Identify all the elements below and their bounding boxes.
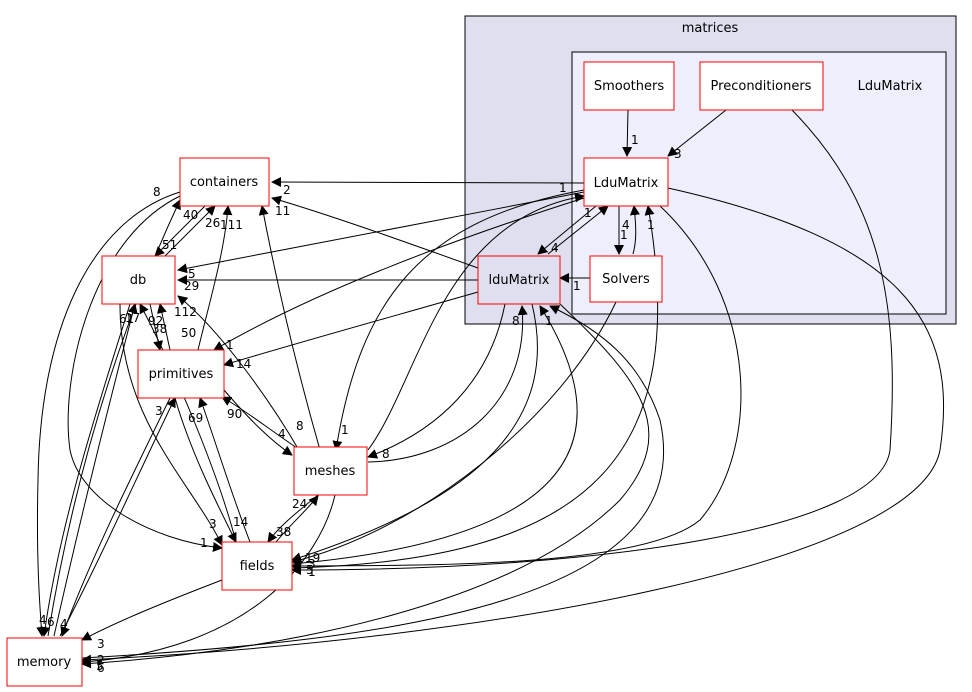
edge-label: 111 — [220, 218, 243, 232]
edge-label: 1 — [559, 181, 567, 195]
edge-label: 5 — [188, 267, 196, 281]
edge-label: 8 — [382, 447, 390, 461]
cluster-matrices-label: matrices — [682, 21, 739, 36]
edge-label: 14 — [233, 515, 248, 529]
node-primitives-label: primitives — [149, 367, 214, 382]
edge-label: 92 — [148, 314, 163, 328]
edge-label: 4 — [60, 617, 68, 631]
edge-label: 90 — [227, 407, 242, 421]
edge-label: 5 — [96, 659, 104, 673]
node-containers[interactable]: containers — [179, 157, 270, 207]
node-smoothers[interactable]: Smoothers — [583, 61, 675, 111]
node-meshes-label: meshes — [305, 464, 356, 479]
edge-label: 1 — [200, 536, 208, 550]
node-fields[interactable]: fields — [221, 541, 293, 591]
edge-label: 8 — [512, 314, 520, 328]
edge-label: 1 — [647, 218, 655, 232]
edge-label: 6 — [97, 661, 105, 675]
edge-label: 8 — [153, 185, 161, 199]
edge-label: 1 — [545, 314, 553, 328]
node-ldumatrix-dir[interactable]: LduMatrix — [583, 157, 669, 207]
edge-label: 4 — [278, 427, 286, 441]
edge-label: 2 — [283, 183, 291, 197]
edge-label: 1 — [573, 279, 581, 293]
edge-label: 29 — [184, 279, 199, 293]
node-solvers-label: Solvers — [602, 272, 650, 287]
edge-label: 4 — [39, 613, 47, 627]
edge-label: 3 — [209, 517, 217, 531]
node-meshes[interactable]: meshes — [293, 446, 368, 496]
node-ldumatrix-dir-label: LduMatrix — [594, 176, 659, 191]
edge-label: 38 — [276, 525, 291, 539]
node-ldumatrix-lower-label: lduMatrix — [488, 273, 549, 288]
node-memory[interactable]: memory — [6, 637, 83, 687]
node-db[interactable]: db — [101, 255, 176, 305]
edge-label: 14 — [236, 357, 251, 371]
edge-label: 24 — [292, 497, 307, 511]
node-preconditioners[interactable]: Preconditioners — [699, 61, 824, 111]
edge-label: 8 — [296, 419, 304, 433]
node-preconditioners-label: Preconditioners — [711, 79, 812, 94]
edge-label: 3 — [674, 147, 682, 161]
edge-label: 50 — [181, 326, 196, 340]
edge-label: 61 — [119, 312, 134, 326]
edges — [36, 109, 944, 669]
edge-label: 1 — [620, 228, 628, 242]
edge-labels: 1 3 1 2 11 4 1 1 4 1 1 5 40 51 8 26 111 … — [39, 133, 682, 675]
node-memory-label: memory — [17, 655, 72, 670]
cluster-ldumatrix-label: LduMatrix — [858, 79, 923, 94]
node-fields-label: fields — [240, 559, 275, 574]
edge-label: 26 — [205, 216, 220, 230]
edge-label: 3 — [308, 557, 316, 571]
edge-label: 38 — [152, 322, 167, 336]
edge-label: 19 — [305, 551, 320, 565]
node-primitives[interactable]: primitives — [137, 349, 225, 399]
edge-label: 11 — [275, 204, 290, 218]
node-ldumatrix-lower[interactable]: lduMatrix — [477, 255, 561, 305]
edge-label: 3 — [97, 637, 105, 651]
edge-label: 1 — [584, 206, 592, 220]
edge-label: 51 — [162, 238, 177, 252]
edge-label: 69 — [188, 411, 203, 425]
edge-label: 4 — [622, 218, 630, 232]
edge-label: 6 — [47, 615, 55, 629]
edge-label: 1 — [226, 338, 234, 352]
node-solvers[interactable]: Solvers — [589, 255, 663, 303]
edge-label: 4 — [551, 241, 559, 255]
edge-label: 40 — [183, 208, 198, 222]
node-containers-label: containers — [190, 175, 259, 190]
edge-label: 1 — [341, 423, 349, 437]
edge-label: 1 — [631, 133, 639, 147]
edge-label: 5 — [306, 563, 314, 577]
node-db-label: db — [130, 273, 147, 288]
node-smoothers-label: Smoothers — [594, 79, 665, 94]
edge-label: 1 — [308, 565, 316, 579]
edge-label: 2 — [97, 653, 105, 667]
edge-label: 3 — [155, 404, 163, 418]
edge-label: 112 — [174, 305, 197, 319]
edge-label: 17 — [125, 311, 140, 325]
